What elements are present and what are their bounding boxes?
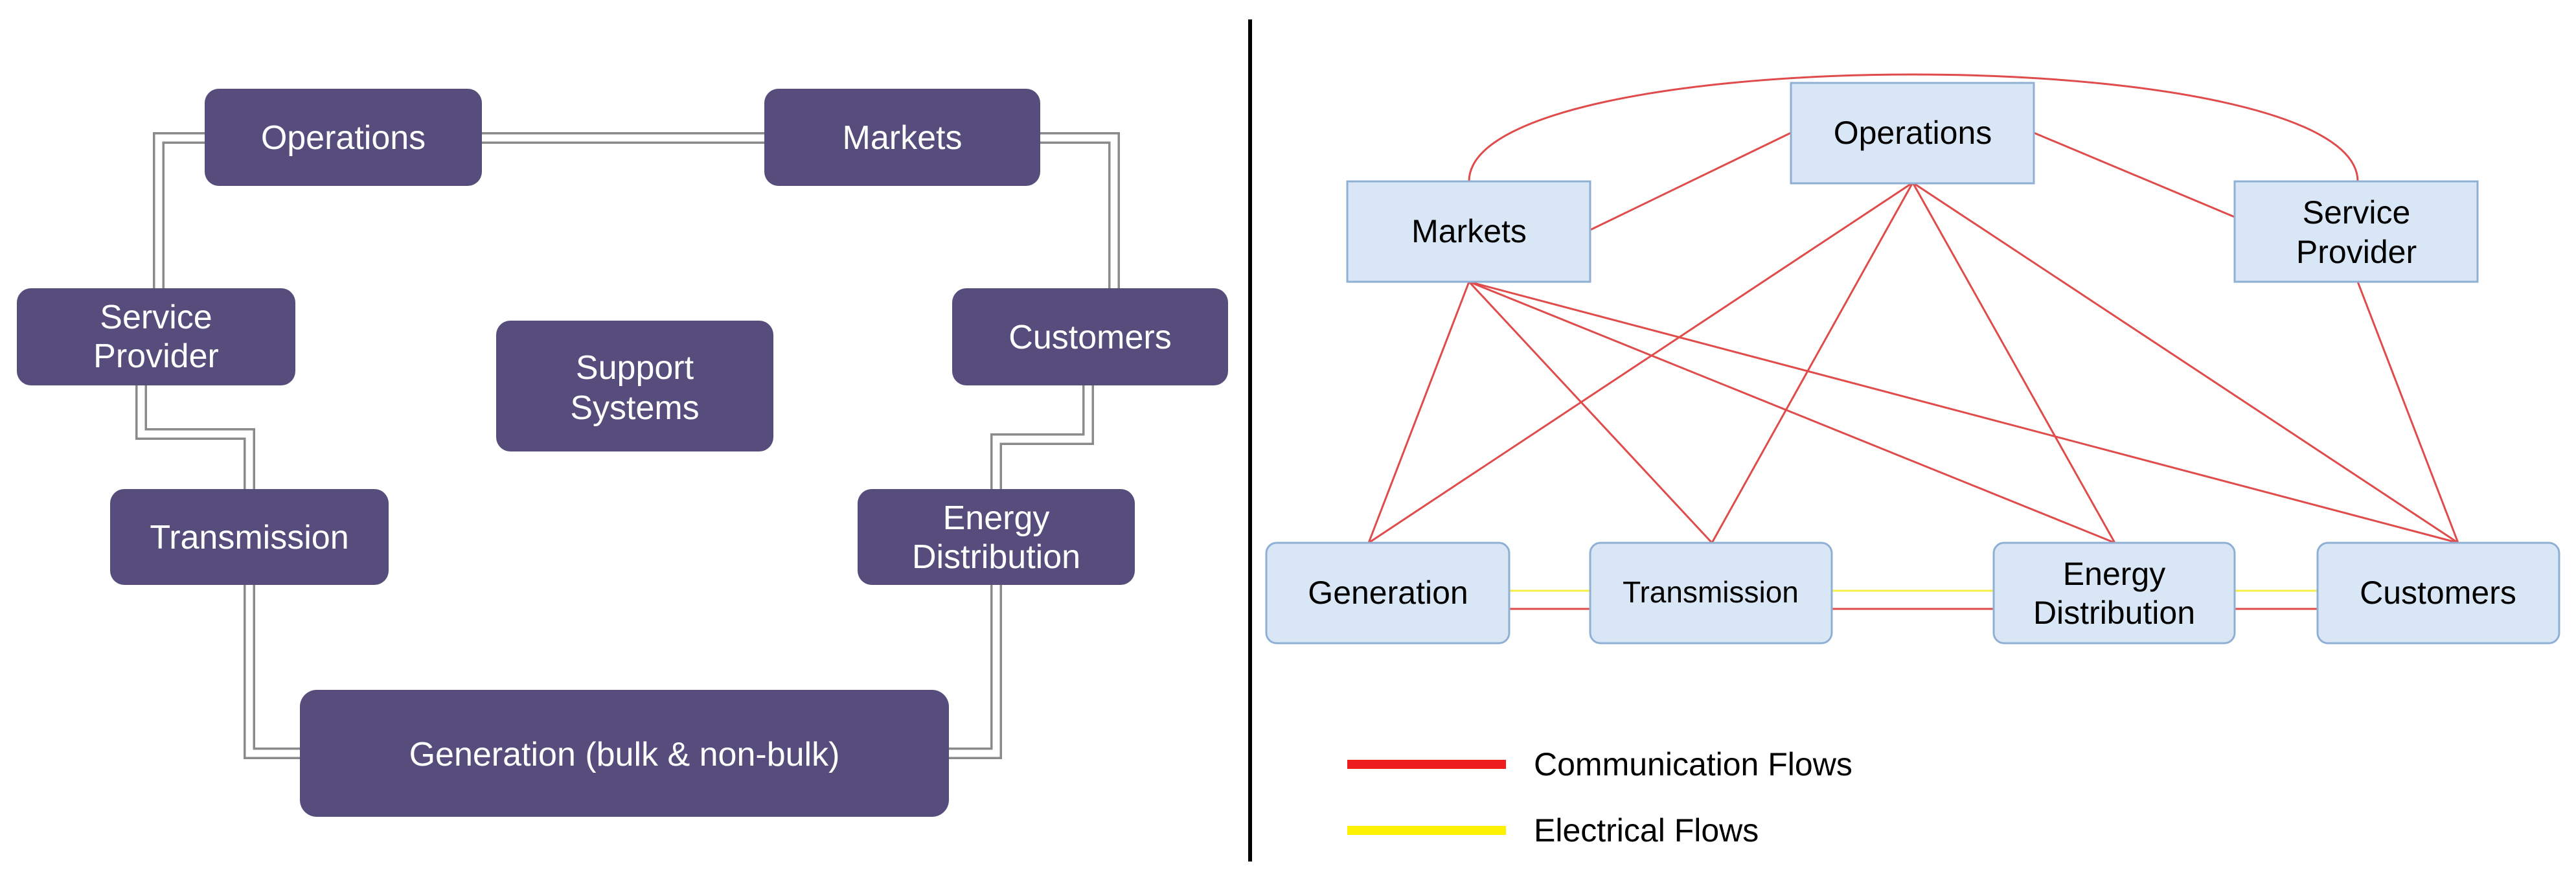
pipe-markets-customers — [1040, 132, 1120, 288]
pipe-transmission-generation — [244, 585, 300, 759]
comm-markets-distribution — [1468, 280, 2115, 544]
left-service-provider-label-2: Provider — [93, 337, 219, 375]
right-markets-label: Markets — [1411, 213, 1527, 249]
right-energy-distribution-label-1: Energy — [2063, 556, 2165, 592]
left-box-energy-distribution: Energy Distribution — [858, 489, 1135, 585]
pipe-operations-serviceprovider — [153, 132, 205, 288]
pipe-distribution-generation-inner — [949, 585, 1000, 757]
right-box-customers: Customers — [2316, 542, 2560, 645]
left-service-provider-label-1: Service — [100, 299, 212, 336]
left-connectors — [135, 132, 1120, 759]
left-box-transmission: Transmission — [110, 489, 389, 585]
right-box-markets: Markets — [1346, 180, 1591, 283]
comm-operations-distribution — [1911, 182, 2116, 543]
comm-markets-customers — [1468, 280, 2459, 544]
pipe-operations-serviceprovider-inner — [155, 134, 205, 288]
left-markets-label: Markets — [843, 119, 963, 157]
left-box-operations: Operations — [205, 89, 482, 186]
right-communication-lines — [1367, 73, 2459, 610]
left-support-systems-label-1: Support — [576, 349, 694, 387]
comm-serviceprovider-customers — [2356, 281, 2459, 543]
left-box-service-provider: Service Provider — [17, 288, 295, 385]
left-support-systems-label-2: Systems — [570, 389, 699, 427]
comm-operations-serviceprovider — [2033, 131, 2235, 218]
right-service-provider-label-1: Service — [2303, 194, 2411, 231]
left-box-markets: Markets — [764, 89, 1040, 186]
left-box-generation: Generation (bulk & non-bulk) — [300, 690, 949, 817]
comm-arc-markets-serviceprovider — [1468, 73, 2359, 182]
pipe-customers-distribution-inner — [992, 385, 1092, 489]
right-box-generation: Generation — [1265, 542, 1510, 645]
comm-markets-transmission — [1468, 280, 1713, 544]
right-operations-label: Operations — [1834, 115, 1992, 151]
pipe-markets-customers-inner — [1040, 134, 1118, 288]
left-operations-label: Operations — [261, 119, 426, 157]
right-box-transmission: Transmission — [1589, 542, 1833, 645]
legend-electrical-label: Electrical Flows — [1534, 812, 1759, 849]
right-transmission-label: Transmission — [1623, 575, 1799, 609]
left-customers-label: Customers — [1009, 319, 1171, 356]
pipe-serviceprovider-transmission-inner — [137, 385, 253, 489]
left-transmission-label: Transmission — [150, 519, 348, 556]
comm-operations-transmission — [1711, 182, 1914, 543]
left-box-customers: Customers — [952, 288, 1228, 385]
right-box-operations: Operations — [1790, 82, 2035, 185]
pipe-distribution-generation — [949, 585, 1002, 759]
right-box-energy-distribution: Energy Distribution — [1992, 542, 2236, 645]
comm-markets-operations — [1590, 131, 1792, 231]
comm-operations-generation — [1368, 181, 1913, 544]
right-customers-label: Customers — [2360, 575, 2516, 611]
left-energy-distribution-label-1: Energy — [943, 499, 1050, 537]
right-generation-label: Generation — [1308, 575, 1468, 611]
right-service-provider-label-2: Provider — [2296, 234, 2417, 270]
pipe-transmission-generation-inner — [245, 585, 300, 757]
left-box-support-systems: Support Systems — [496, 321, 773, 451]
right-box-service-provider: Service Provider — [2233, 180, 2479, 283]
comm-operations-customers — [1912, 181, 2459, 544]
legend-communication-label: Communication Flows — [1534, 746, 1852, 782]
left-generation-label: Generation (bulk & non-bulk) — [409, 736, 840, 773]
left-energy-distribution-label-2: Distribution — [912, 538, 1080, 576]
comm-markets-generation — [1367, 281, 1470, 543]
right-energy-distribution-label-2: Distribution — [2033, 595, 2195, 631]
legend: Communication Flows Electrical Flows — [1347, 746, 1852, 849]
